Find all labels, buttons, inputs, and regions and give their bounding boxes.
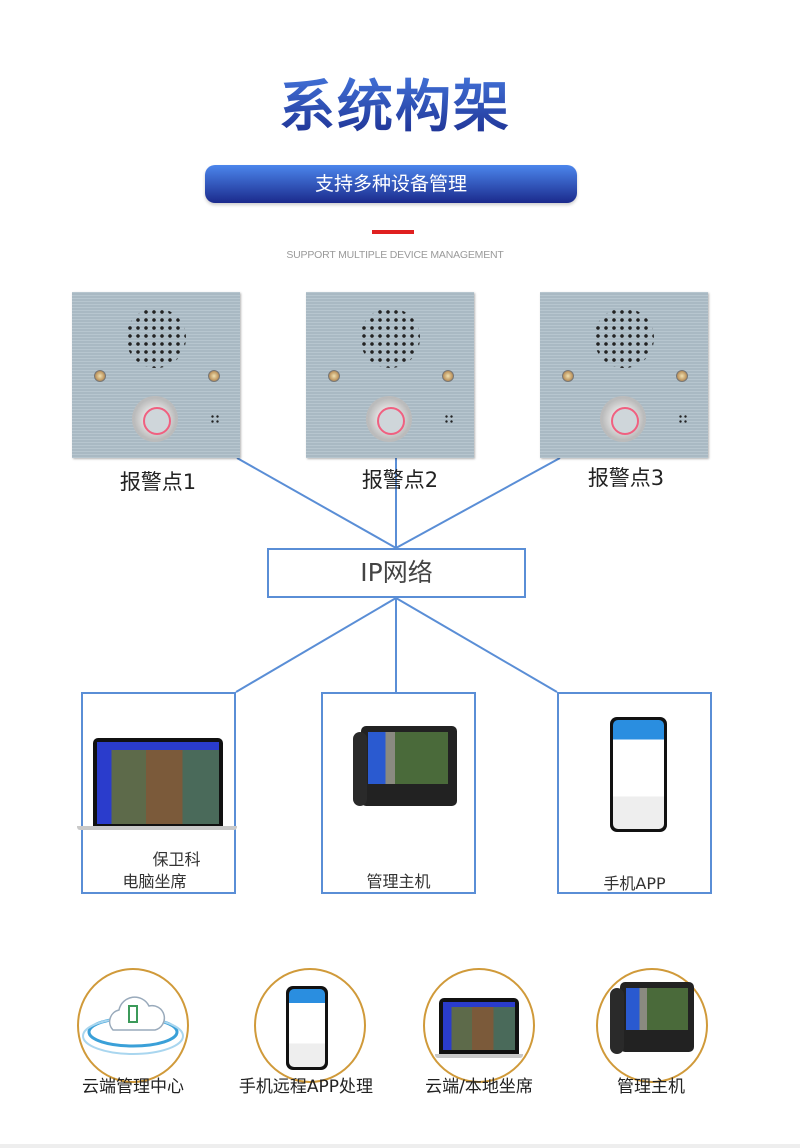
mic-icon [210,414,220,424]
feature-circle-app [254,968,366,1083]
section-subtitle: SUPPORT MULTIPLE DEVICE MANAGEMENT [286,249,504,261]
call-button-icon [602,398,644,440]
page-title: 系统构架 [0,62,790,143]
pc-terminal-box: 保卫科 电脑坐席 [77,692,237,894]
cloud-icon [82,996,184,1055]
alarm-label-2: 报警点2 [361,468,439,492]
smartphone-image [610,717,667,832]
feature-label-cloud: 云端管理中心 [82,1077,184,1097]
mic-icon [678,414,688,424]
accent-divider [372,230,414,234]
link-app [395,597,558,693]
speaker-grille [126,308,186,368]
feature-circle-host [596,968,708,1083]
led-icon [562,370,574,382]
speaker-grille [594,308,654,368]
ip-network-box: IP网络 [267,548,526,598]
feature-label-seat: 云端/本地坐席 [425,1077,533,1097]
led-icon [94,370,106,382]
footer-divider [0,1144,800,1148]
mic-icon [444,414,454,424]
pc-label-line1: 保卫科 [152,850,201,869]
led-icon [208,370,220,382]
app-terminal-box: 手机APP [557,692,712,894]
host-label: 管理主机 [366,872,431,891]
feature-label-host: 管理主机 [617,1077,685,1097]
led-icon [328,370,340,382]
link-pc [235,597,397,693]
call-button-icon [368,398,410,440]
feature-label-app: 手机远程APP处理 [238,1077,374,1097]
alarm-panel-3 [540,292,708,458]
link-alarm1 [236,457,397,549]
pc-label-line2: 电脑坐席 [122,872,187,891]
app-label: 手机APP [603,874,666,893]
speaker-grille [360,308,420,368]
alarm-label-3: 报警点3 [587,466,665,490]
link-alarm3 [395,457,561,549]
alarm-panel-2 [306,292,474,458]
alarm-label-1: 报警点1 [74,466,242,496]
host-terminal-box: 管理主机 [321,692,476,894]
section-banner: 支持多种设备管理 [205,165,577,203]
led-icon [442,370,454,382]
call-button-icon [134,398,176,440]
feature-circle-cloud [77,968,189,1083]
feature-circle-seat [423,968,535,1083]
led-icon [676,370,688,382]
alarm-panel-1 [72,292,240,458]
